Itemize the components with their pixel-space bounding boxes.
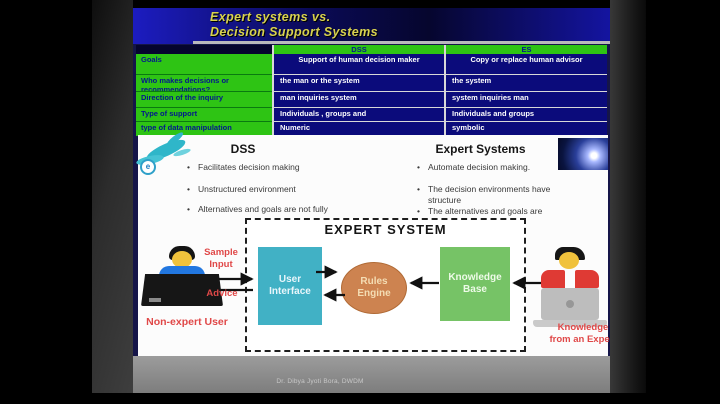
table-corner-cell: [136, 45, 272, 54]
person-shoulder: [575, 270, 599, 288]
slide-footer-band: Dr. Dibya Jyoti Bora, DWDM: [133, 356, 610, 393]
dss-cell: Numeric: [272, 122, 444, 136]
table-row: Goals Support of human decision maker Co…: [136, 54, 607, 75]
table-row: type of data manipulation Numeric symbol…: [136, 122, 607, 136]
user-interface-node: User Interface: [258, 247, 322, 325]
person-face: [172, 251, 192, 268]
advice-label: Advice: [206, 288, 238, 299]
dss-cell: man inquiries system: [272, 92, 444, 108]
row-label: Type of support: [136, 108, 272, 122]
laptop-base: [533, 320, 607, 327]
person-face: [559, 252, 579, 269]
laptop-logo: [566, 300, 574, 308]
column-header-dss: DSS: [272, 45, 444, 54]
table-row: Who makes decisions or recommendations? …: [136, 75, 607, 92]
table-row: Type of support Individuals , groups and…: [136, 108, 607, 122]
es-bullet: The decision environments have structure: [416, 184, 578, 205]
laptop-logo: [149, 298, 161, 302]
expert-figure: [531, 244, 610, 330]
column-header-es: ES: [444, 45, 607, 54]
elearning-splash-logo: e: [133, 130, 197, 176]
es-cell: symbolic: [444, 122, 607, 136]
dss-cell: Individuals , groups and: [272, 108, 444, 122]
title-underline: [193, 41, 610, 44]
slide-title-line1: Expert systems vs.: [210, 10, 331, 24]
backdrop-right: [610, 0, 646, 393]
dss-bullet: Unstructured environment: [186, 184, 413, 195]
row-label: Direction of the inquiry: [136, 92, 272, 108]
rules-engine-node: Rules Engine: [341, 262, 407, 314]
non-expert-user-figure: [139, 242, 233, 322]
knowledge-base-node: Knowledge Base: [440, 247, 510, 321]
es-cell: system inquiries man: [444, 92, 607, 108]
es-bullet: Automate decision making.: [416, 162, 578, 173]
expert-systems-section-header: Expert Systems: [435, 142, 526, 156]
es-cell: Copy or replace human advisor: [444, 54, 607, 75]
sample-input-label: Sample Input: [204, 247, 238, 270]
es-bullet: The alternatives and goals are: [416, 206, 578, 217]
dss-cell: Support of human decision maker: [272, 54, 444, 75]
galaxy-image: [558, 138, 608, 170]
slide-title: Expert systems vs. Decision Support Syst…: [210, 10, 378, 39]
non-expert-user-label: Non-expert User: [146, 316, 228, 328]
diagram-title: EXPERT SYSTEM: [324, 222, 447, 237]
table-header-row: DSS ES: [136, 45, 607, 54]
backdrop-left: [92, 0, 133, 393]
presentation-slide: Expert systems vs. Decision Support Syst…: [133, 8, 610, 393]
person-shoulder: [541, 270, 565, 288]
e-logo-icon: e: [140, 159, 156, 175]
dss-bullet: Facilitates decision making: [186, 162, 413, 173]
es-cell: Individuals and groups: [444, 108, 607, 122]
dss-bullet: Alternatives and goals are not fully: [186, 204, 413, 215]
row-label: type of data manipulation: [136, 122, 272, 136]
row-label: Who makes decisions or recommendations?: [136, 75, 272, 92]
dss-cell: the man or the system: [272, 75, 444, 92]
row-label: Goals: [136, 54, 272, 75]
slide-title-line2: Decision Support Systems: [210, 24, 378, 39]
comparison-table: DSS ES Goals Support of human decision m…: [136, 45, 607, 136]
knowledge-from-expert-label: Knowledge from an Expert: [549, 322, 610, 345]
slide-title-bar: Expert systems vs. Decision Support Syst…: [133, 8, 610, 44]
footer-credit: Dr. Dibya Jyoti Bora, DWDM: [276, 378, 364, 385]
table-row: Direction of the inquiry man inquiries s…: [136, 92, 607, 108]
dss-section-header: DSS: [230, 142, 256, 156]
es-cell: the system: [444, 75, 607, 92]
